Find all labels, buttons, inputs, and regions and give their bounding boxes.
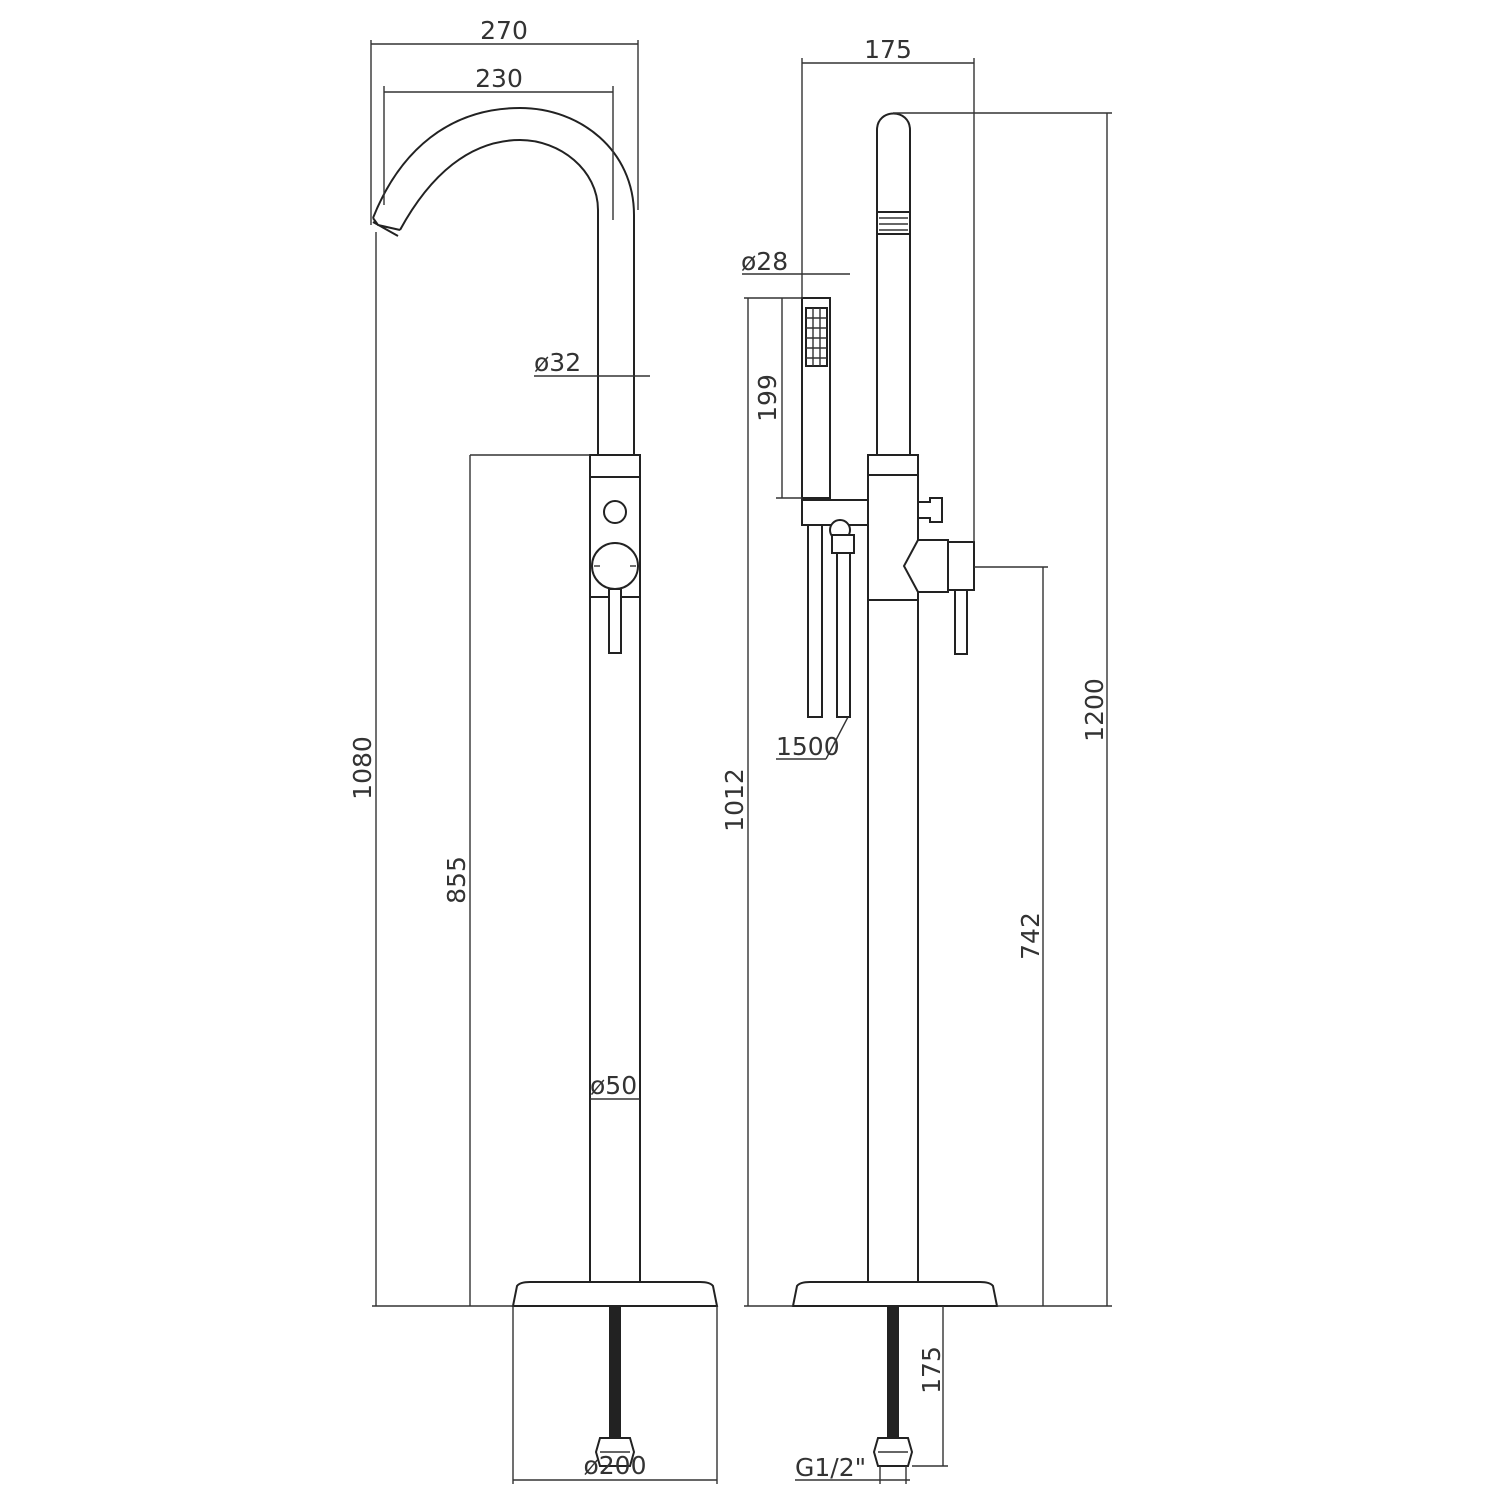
dim-front-width-total: 270 [480, 16, 528, 45]
side-supply-pipe [887, 1306, 899, 1438]
dim-connection-thread: G1/2" [795, 1453, 866, 1482]
side-housing [867, 474, 919, 601]
dim-base-diameter: ø200 [583, 1451, 646, 1480]
spout-tip [372, 217, 401, 237]
hose-right [836, 552, 851, 718]
spout-outer [399, 138, 599, 455]
dim-handshower-length: 199 [753, 374, 782, 422]
dim-front-height-total: 1080 [348, 736, 377, 800]
side-spout [876, 112, 911, 455]
mixer-body [589, 454, 641, 478]
lever-cap [947, 541, 975, 591]
dim-hose-length: 1500 [776, 732, 840, 761]
diverter-button [603, 500, 627, 524]
dim-front-width-spout: 230 [475, 64, 523, 93]
side-collar [867, 454, 919, 476]
dim-side-width-total: 175 [864, 35, 912, 64]
diverter-knob [917, 497, 943, 523]
base-plate [511, 1281, 719, 1307]
dim-spout-diameter: ø32 [534, 348, 581, 377]
lever-handle [608, 588, 622, 654]
hose-left [807, 524, 823, 718]
lever-side-handle [954, 589, 968, 655]
dim-side-height-total: 1200 [1080, 678, 1109, 742]
dim-below-floor: 175 [917, 1346, 946, 1394]
side-base-plate [791, 1281, 999, 1307]
lever-boss [902, 539, 949, 593]
handshower-grid [805, 307, 828, 367]
front-view: 270 230 ø32 1080 855 ø50 ø200 [348, 16, 719, 1484]
spout-inner [372, 106, 635, 455]
dim-handshower-diameter: ø28 [741, 247, 788, 276]
dim-side-height-holder: 1012 [720, 768, 749, 832]
supply-pipe [609, 1306, 621, 1438]
side-view: 175 ø28 199 1500 1012 1200 742 175 [720, 35, 1112, 1484]
holder-arm [801, 499, 869, 526]
hose-fitting [831, 534, 855, 554]
dim-lever-height: 742 [1016, 912, 1045, 960]
dim-column-diameter: ø50 [590, 1071, 637, 1100]
dim-front-height-body: 855 [442, 856, 471, 904]
